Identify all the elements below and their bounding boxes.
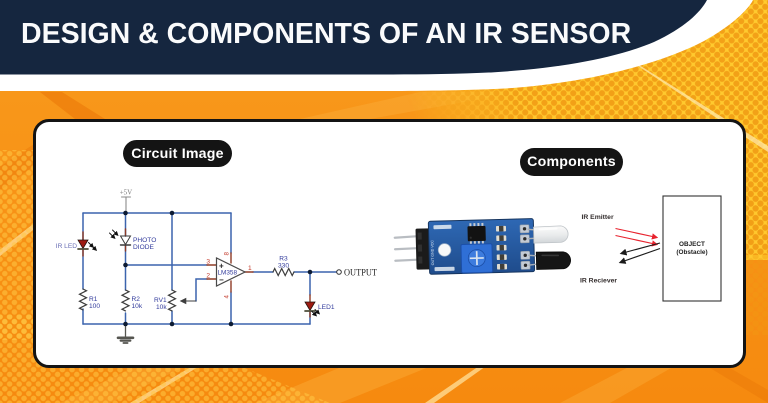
- pin1-label: 1: [248, 265, 252, 272]
- resistor-r2: [120, 289, 131, 312]
- potentiometer: [460, 243, 494, 274]
- pcb-silkscreen: OUT GND VCC: [430, 224, 455, 272]
- ir-sensor-module: OUT GND VCC: [393, 218, 571, 275]
- opamp-plus: +: [219, 262, 224, 271]
- components-figure: OUT GND VCC: [393, 195, 722, 302]
- resistor-r3: [272, 267, 295, 277]
- photo-diode-symbol: [109, 229, 132, 246]
- ir-emitter-label: IR Emitter: [582, 214, 614, 221]
- pin-stubs: [82, 228, 311, 318]
- pin2-label: 2: [206, 273, 210, 280]
- r3-name: R3: [279, 256, 288, 263]
- components-pill-label: Components: [527, 154, 616, 170]
- page-title: DESIGN & COMPONENTS OF AN IR SENSOR: [21, 17, 632, 50]
- r2-value: 10k: [132, 303, 143, 310]
- ir-led-symbol: [77, 239, 98, 252]
- photo-diode-label-2: DIODE: [133, 244, 154, 251]
- rv1-name: RV1: [154, 297, 167, 304]
- pin4-label: 4: [224, 294, 231, 298]
- diagram-graphic: +5V IR LED PHOTO DIODE: [56, 189, 722, 344]
- output-label: OUTPUT: [344, 269, 377, 279]
- led1-symbol: [304, 301, 321, 317]
- rv1-value: 10k: [156, 304, 167, 311]
- junction-dots: [123, 210, 313, 327]
- pin8-label: 8: [224, 251, 231, 255]
- ir-receiver-label: IR Reciever: [580, 278, 617, 285]
- r1-value: 100: [89, 303, 100, 310]
- object-box: OBJECT (Obstacle): [662, 195, 722, 302]
- output-terminal: [336, 269, 342, 275]
- pcb-silkscreen-text: OUT GND VCC: [430, 240, 435, 266]
- object-label-2: (Obstacle): [676, 249, 707, 256]
- photo-diode-label-1: PHOTO: [133, 237, 156, 244]
- emitter-led: [527, 225, 569, 244]
- ir-beams: [615, 227, 661, 264]
- r3-value: 330: [278, 262, 289, 269]
- ir-led-label: IR LED: [56, 243, 77, 250]
- r1-name: R1: [89, 296, 98, 303]
- opamp-label: LM358: [218, 270, 238, 277]
- pin3-label: 3: [206, 259, 210, 266]
- led1-label: LED1: [318, 304, 335, 311]
- circuit-image-pill-label: Circuit Image: [131, 145, 224, 162]
- circuit-wires: [82, 212, 338, 325]
- potentiometer-rv1: [167, 289, 197, 312]
- resistor-r1: [78, 288, 88, 311]
- power-label: +5V: [120, 189, 133, 197]
- object-label-1: OBJECT: [679, 241, 705, 248]
- ic-chip: [467, 222, 486, 245]
- circuit-image-pill: Circuit Image: [123, 140, 232, 167]
- smd-parts: [495, 225, 508, 270]
- receiver-led: [528, 251, 571, 270]
- opamp-symbol: + −: [215, 257, 247, 287]
- components-pill: Components: [520, 148, 623, 176]
- banner-navy: [0, 0, 707, 75]
- circuit-schematic: +5V IR LED PHOTO DIODE: [56, 189, 377, 344]
- power-symbol: [120, 196, 132, 214]
- r2-name: R2: [132, 296, 141, 303]
- opamp-minus: −: [219, 276, 224, 285]
- ground-symbol: [116, 323, 135, 344]
